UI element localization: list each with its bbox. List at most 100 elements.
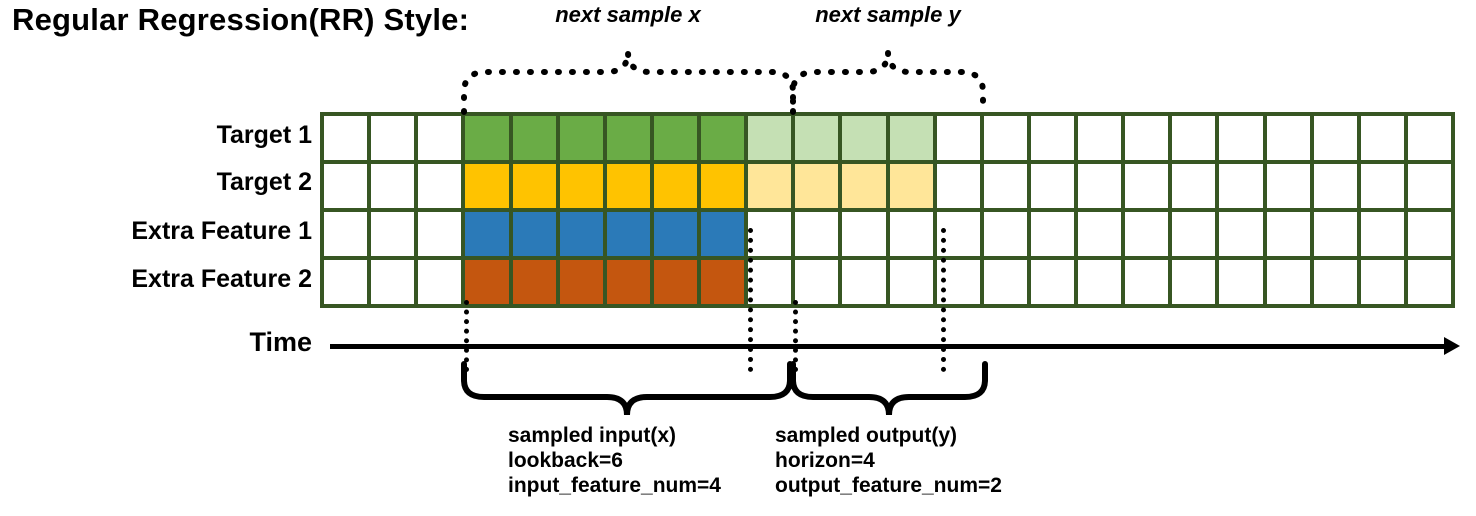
annotation-output-line-2: horizon=4 [775,449,875,472]
grid-cell-r3-c6 [559,212,603,256]
grid-cell-r2-c11 [795,164,839,208]
grid-cell-r4-c17 [1078,260,1122,304]
grid-cell-r1-c12 [842,116,886,160]
grid-cell-r1-c3 [418,116,462,160]
grid-cell-r2-c4 [465,164,509,208]
grid-cell-r4-c8 [653,260,697,304]
grid-cell-r3-c5 [512,212,556,256]
grid-cell-r3-c17 [1078,212,1122,256]
timeline-grid [320,112,1455,308]
grid-cell-r1-c13 [889,116,933,160]
caption-next-sample-x: next sample x [555,2,701,27]
grid-cell-r4-c1 [324,260,368,304]
grid-cell-r2-c23 [1360,164,1404,208]
guide-output-start [793,300,798,372]
grid-cell-r2-c7 [606,164,650,208]
grid-cell-r1-c15 [983,116,1027,160]
grid-cell-r1-c11 [795,116,839,160]
grid-cell-r1-c20 [1219,116,1263,160]
grid-cell-r4-c4 [465,260,509,304]
annotation-input-line-3: input_feature_num=4 [508,474,721,497]
grid-cell-r3-c4 [465,212,509,256]
time-axis-arrowhead [1444,337,1460,355]
grid-cell-r3-c2 [371,212,415,256]
grid-cell-r4-c12 [842,260,886,304]
grid-cell-r2-c2 [371,164,415,208]
grid-cell-r1-c1 [324,116,368,160]
grid-cell-r4-c18 [1125,260,1169,304]
grid-cell-r4-c11 [795,260,839,304]
grid-cell-r3-c22 [1313,212,1357,256]
grid-cell-r1-c8 [653,116,697,160]
grid-cell-r3-c10 [748,212,792,256]
annotation-input-line-1: sampled input(x) [508,424,677,447]
grid-cell-r4-c23 [1360,260,1404,304]
grid-cell-r1-c5 [512,116,556,160]
grid-cell-r1-c16 [1030,116,1074,160]
grid-cell-r3-c15 [983,212,1027,256]
grid-cell-r3-c20 [1219,212,1263,256]
grid-cell-r2-c20 [1219,164,1263,208]
annotation-sampled-output: sampled output(y) horizon=4 output_featu… [775,423,1002,498]
grid-cell-r2-c1 [324,164,368,208]
grid-cell-r2-c16 [1030,164,1074,208]
grid-cell-r3-c21 [1266,212,1310,256]
row-label-extra-feature-2: Extra Feature 2 [131,265,312,293]
grid-cell-r1-c19 [1172,116,1216,160]
grid-cell-r1-c18 [1125,116,1169,160]
bottom-brace-sampled-input [461,361,793,416]
grid-cell-r4-c9 [701,260,745,304]
grid-cell-r3-c19 [1172,212,1216,256]
grid-cell-r2-c24 [1407,164,1451,208]
grid-cell-r4-c15 [983,260,1027,304]
grid-cell-r1-c9 [701,116,745,160]
top-brace-next-sample-x [461,51,796,115]
guide-input-start [464,300,469,372]
grid-cell-r1-c22 [1313,116,1357,160]
time-axis-line [330,344,1448,349]
grid-cell-r1-c24 [1407,116,1451,160]
grid-cell-r3-c9 [701,212,745,256]
annotation-input-line-2: lookback=6 [508,449,623,472]
grid-cell-r4-c7 [606,260,650,304]
grid-cell-r3-c24 [1407,212,1451,256]
grid-cell-r4-c5 [512,260,556,304]
guide-output-end [941,228,946,372]
caption-next-sample-y: next sample y [815,2,961,27]
grid-cell-r4-c2 [371,260,415,304]
grid-cell-r2-c19 [1172,164,1216,208]
row-label-target-1: Target 1 [216,121,312,149]
grid-cell-r2-c18 [1125,164,1169,208]
grid-cell-r3-c1 [324,212,368,256]
annotation-output-line-3: output_feature_num=2 [775,474,1002,497]
grid-cell-r4-c16 [1030,260,1074,304]
grid-cell-r2-c8 [653,164,697,208]
grid-cell-r4-c20 [1219,260,1263,304]
grid-cell-r4-c3 [418,260,462,304]
grid-cell-r4-c24 [1407,260,1451,304]
grid-cell-r2-c12 [842,164,886,208]
annotation-sampled-input: sampled input(x) lookback=6 input_featur… [508,423,721,498]
grid-cell-r4-c19 [1172,260,1216,304]
grid-cell-r4-c10 [748,260,792,304]
grid-cell-r3-c11 [795,212,839,256]
grid-cell-r3-c13 [889,212,933,256]
grid-cell-r1-c7 [606,116,650,160]
grid-cell-r1-c21 [1266,116,1310,160]
grid-cell-r2-c9 [701,164,745,208]
grid-cell-r2-c6 [559,164,603,208]
grid-cell-r4-c22 [1313,260,1357,304]
time-axis-arrow [330,337,1460,355]
row-label-extra-feature-1: Extra Feature 1 [131,217,312,245]
grid-cell-r2-c5 [512,164,556,208]
page-title: Regular Regression(RR) Style: [12,2,470,37]
grid-cell-r1-c14 [936,116,980,160]
top-brace-next-sample-y [790,51,986,115]
grid-cell-r2-c21 [1266,164,1310,208]
bottom-brace-sampled-output [790,361,988,416]
grid-cell-r2-c10 [748,164,792,208]
grid-cell-r2-c13 [889,164,933,208]
grid-cell-r2-c15 [983,164,1027,208]
grid-cell-r2-c14 [936,164,980,208]
row-label-column: Target 1 Target 2 Extra Feature 1 Extra … [0,112,312,308]
